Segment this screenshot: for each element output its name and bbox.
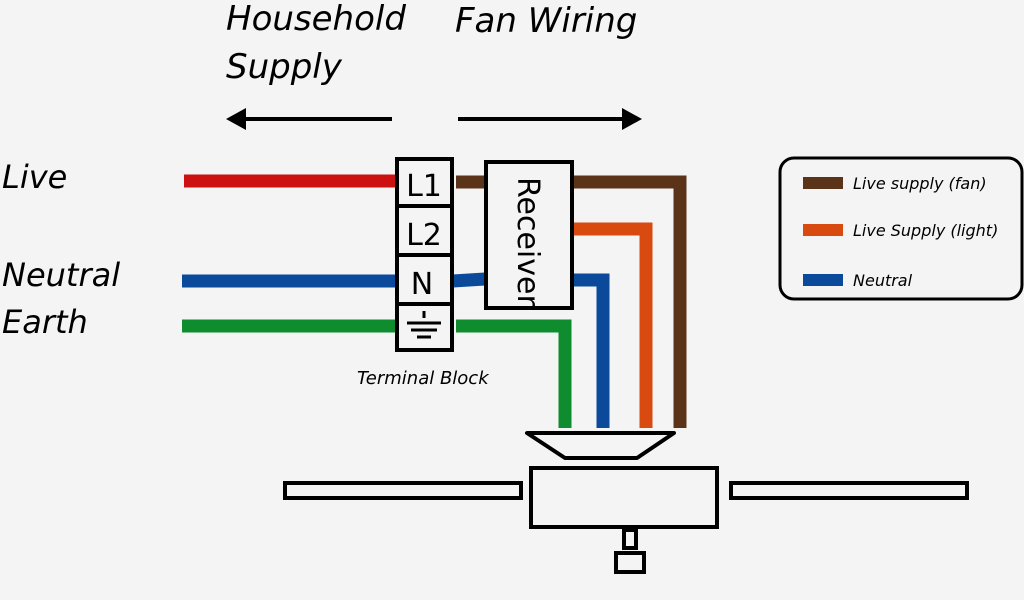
arrow-left-icon	[226, 108, 392, 130]
terminal-block: L1 L2 N	[395, 157, 454, 352]
neutral-wire-in	[452, 272, 486, 288]
fan-blade-right	[729, 481, 969, 500]
earth-symbol-icon	[407, 311, 441, 339]
fan-wiring-title: Fan Wiring	[455, 1, 637, 41]
household-supply-title-line1: Household	[226, 0, 406, 39]
neutral-wire-out	[572, 273, 610, 428]
neutral-label: Neutral	[2, 256, 120, 294]
legend-swatch-live-fan	[803, 177, 843, 189]
arrow-right-icon	[458, 108, 642, 130]
terminal-block-label: Terminal Block	[357, 368, 490, 389]
live-fan-wire	[572, 175, 687, 428]
household-supply-title-line2: Supply	[226, 47, 343, 87]
earth-wire-out	[456, 319, 572, 428]
legend-swatch-neutral	[803, 274, 843, 286]
legend-swatch-live-light	[803, 224, 843, 236]
fan-canopy	[525, 431, 676, 460]
receiver-box: Receiver	[484, 160, 574, 310]
receiver-label: Receiver	[510, 177, 545, 307]
earth-label: Earth	[2, 303, 88, 341]
terminal-n: N	[411, 267, 433, 302]
fan-light-pull	[614, 551, 646, 574]
live-label: Live	[2, 158, 67, 196]
terminal-l2: L2	[406, 218, 442, 253]
fan-motor-housing	[529, 466, 719, 529]
legend-label-neutral: Neutral	[853, 271, 913, 290]
legend: Live supply (fan) Live Supply (light) Ne…	[778, 156, 1024, 301]
legend-label-live-fan: Live supply (fan)	[853, 174, 987, 193]
legend-label-live-light: Live Supply (light)	[853, 221, 998, 240]
ceiling-fan-icon	[283, 431, 969, 574]
terminal-l1: L1	[406, 169, 442, 204]
live-light-wire	[572, 222, 653, 428]
fan-blade-left	[283, 481, 523, 500]
fan-stem	[622, 528, 638, 550]
